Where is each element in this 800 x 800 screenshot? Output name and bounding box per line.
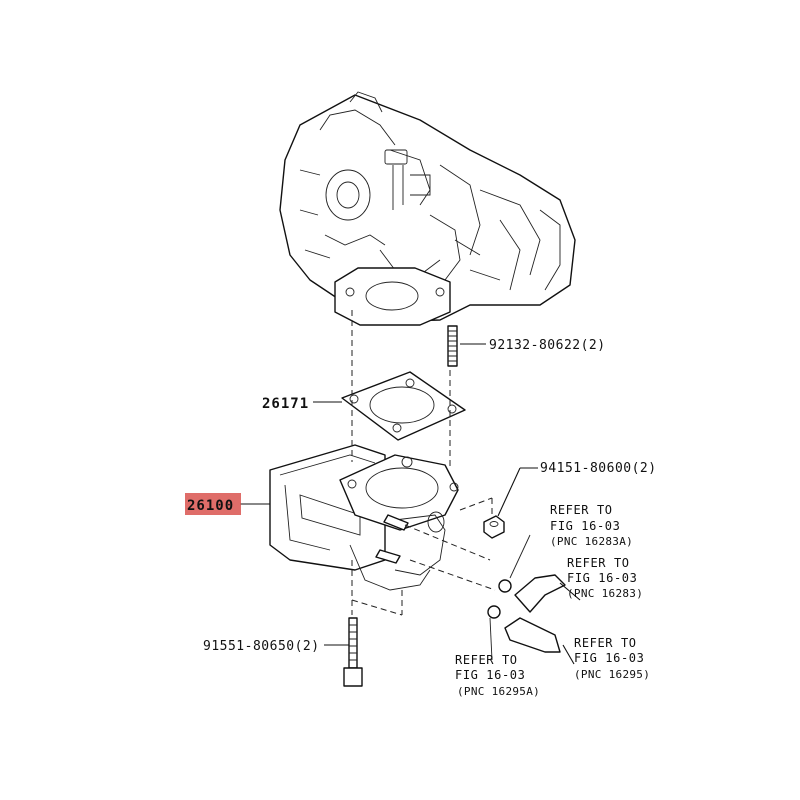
ref-line2: FIG 16-03: [455, 668, 525, 682]
ref-16295A[interactable]: REFER TO FIG 16-03 (PNC 16295A): [455, 653, 540, 698]
egr-valve-drawing: [240, 444, 459, 591]
ref-line2: FIG 16-03: [574, 651, 644, 665]
alignment-lines: [351, 310, 496, 616]
label-92132-80622[interactable]: 92132-80622(2): [489, 338, 606, 353]
gasket-26171-drawing: [313, 371, 466, 441]
ref-line3: (PNC 16283A): [550, 535, 633, 548]
label-94151-80600[interactable]: 94151-80600(2): [540, 461, 657, 476]
ref-line1: REFER TO: [455, 653, 518, 667]
ref-line3: (PNC 16295A): [457, 685, 540, 698]
ref-16283[interactable]: REFER TO FIG 16-03 (PNC 16283): [567, 556, 643, 600]
ref-line2: FIG 16-03: [550, 519, 620, 533]
bolt-91551-drawing: [324, 617, 363, 687]
hose-clamps-drawing: [487, 534, 581, 665]
ref-line2: FIG 16-03: [567, 571, 637, 585]
nut-94151-drawing: [483, 467, 538, 539]
ref-line3: (PNC 16283): [567, 587, 643, 600]
ref-line3: (PNC 16295): [574, 668, 650, 681]
label-26100[interactable]: 26100: [187, 498, 234, 514]
intake-manifold-drawing: [279, 91, 576, 326]
highlight-26100: [185, 493, 241, 515]
stud-92132-drawing: [447, 325, 486, 367]
ref-16283A[interactable]: REFER TO FIG 16-03 (PNC 16283A): [550, 503, 633, 548]
ref-line1: REFER TO: [567, 556, 630, 570]
label-91551-80650[interactable]: 91551-80650(2): [203, 639, 320, 654]
label-26171[interactable]: 26171: [262, 396, 309, 412]
ref-line1: REFER TO: [574, 636, 637, 650]
ref-16295[interactable]: REFER TO FIG 16-03 (PNC 16295): [574, 636, 650, 681]
ref-line1: REFER TO: [550, 503, 613, 517]
